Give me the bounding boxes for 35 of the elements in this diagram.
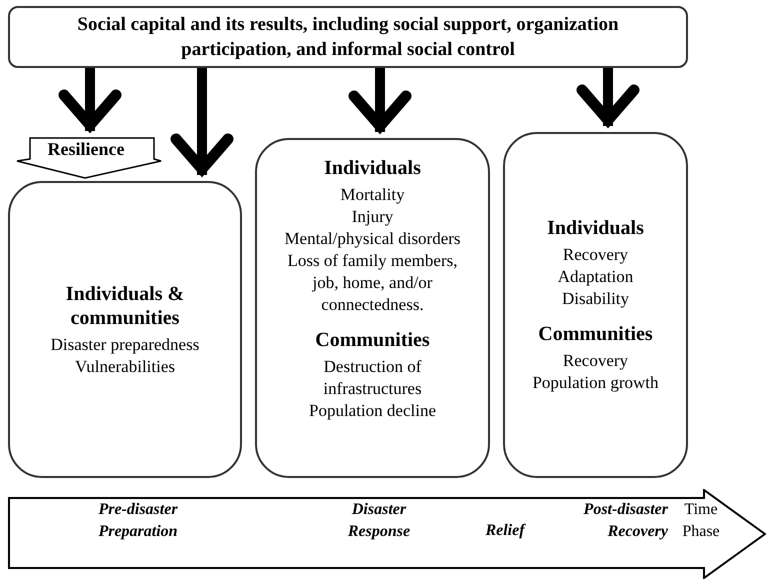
body-text: Mortality [340,184,405,206]
title-box [8,6,688,68]
phase-label: Post-disaster Recovery [582,500,668,542]
arrow [58,68,122,131]
body-text: Vulnerabilities [74,356,175,378]
body-text: Population decline [308,400,436,422]
body-text: Destruction of infrastructures [322,356,423,400]
heading-text: Individuals [324,156,421,180]
resilience-arrow-shape [16,137,162,179]
arrow [576,68,640,126]
body-text: Disability [562,288,630,310]
body-text: Recovery [562,350,628,372]
phase-label: Time Phase [681,500,721,542]
arrow [170,68,234,175]
phase-label: Pre-disaster Preparation [97,500,179,542]
time-phase-arrow [8,489,766,579]
body-text: Population growth [532,372,659,394]
body-text: Recovery [562,244,628,266]
heading-text: Communities [538,322,653,346]
heading-text: Individuals [547,216,644,240]
phase-label: Disaster Response [346,500,412,542]
arrow [348,68,412,132]
body-text: Disaster preparedness [50,334,200,356]
phase-box [255,138,490,478]
body-text: Adaptation [558,266,634,288]
phase-box [503,132,688,478]
heading-text: Resilience [48,138,124,161]
heading-text: Communities [315,328,430,352]
phase-box [8,181,242,478]
body-text: Loss of family members, job, home, and/or connectedness. [286,250,458,316]
heading-text: Individuals & communities [64,282,186,330]
body-text: Mental/physical disorders [284,228,461,250]
heading-text: Social capital and its results, including social support, organization participation, and informal social control [76,13,620,62]
phase-label: Relief [484,521,527,541]
body-text: Injury [352,206,394,228]
